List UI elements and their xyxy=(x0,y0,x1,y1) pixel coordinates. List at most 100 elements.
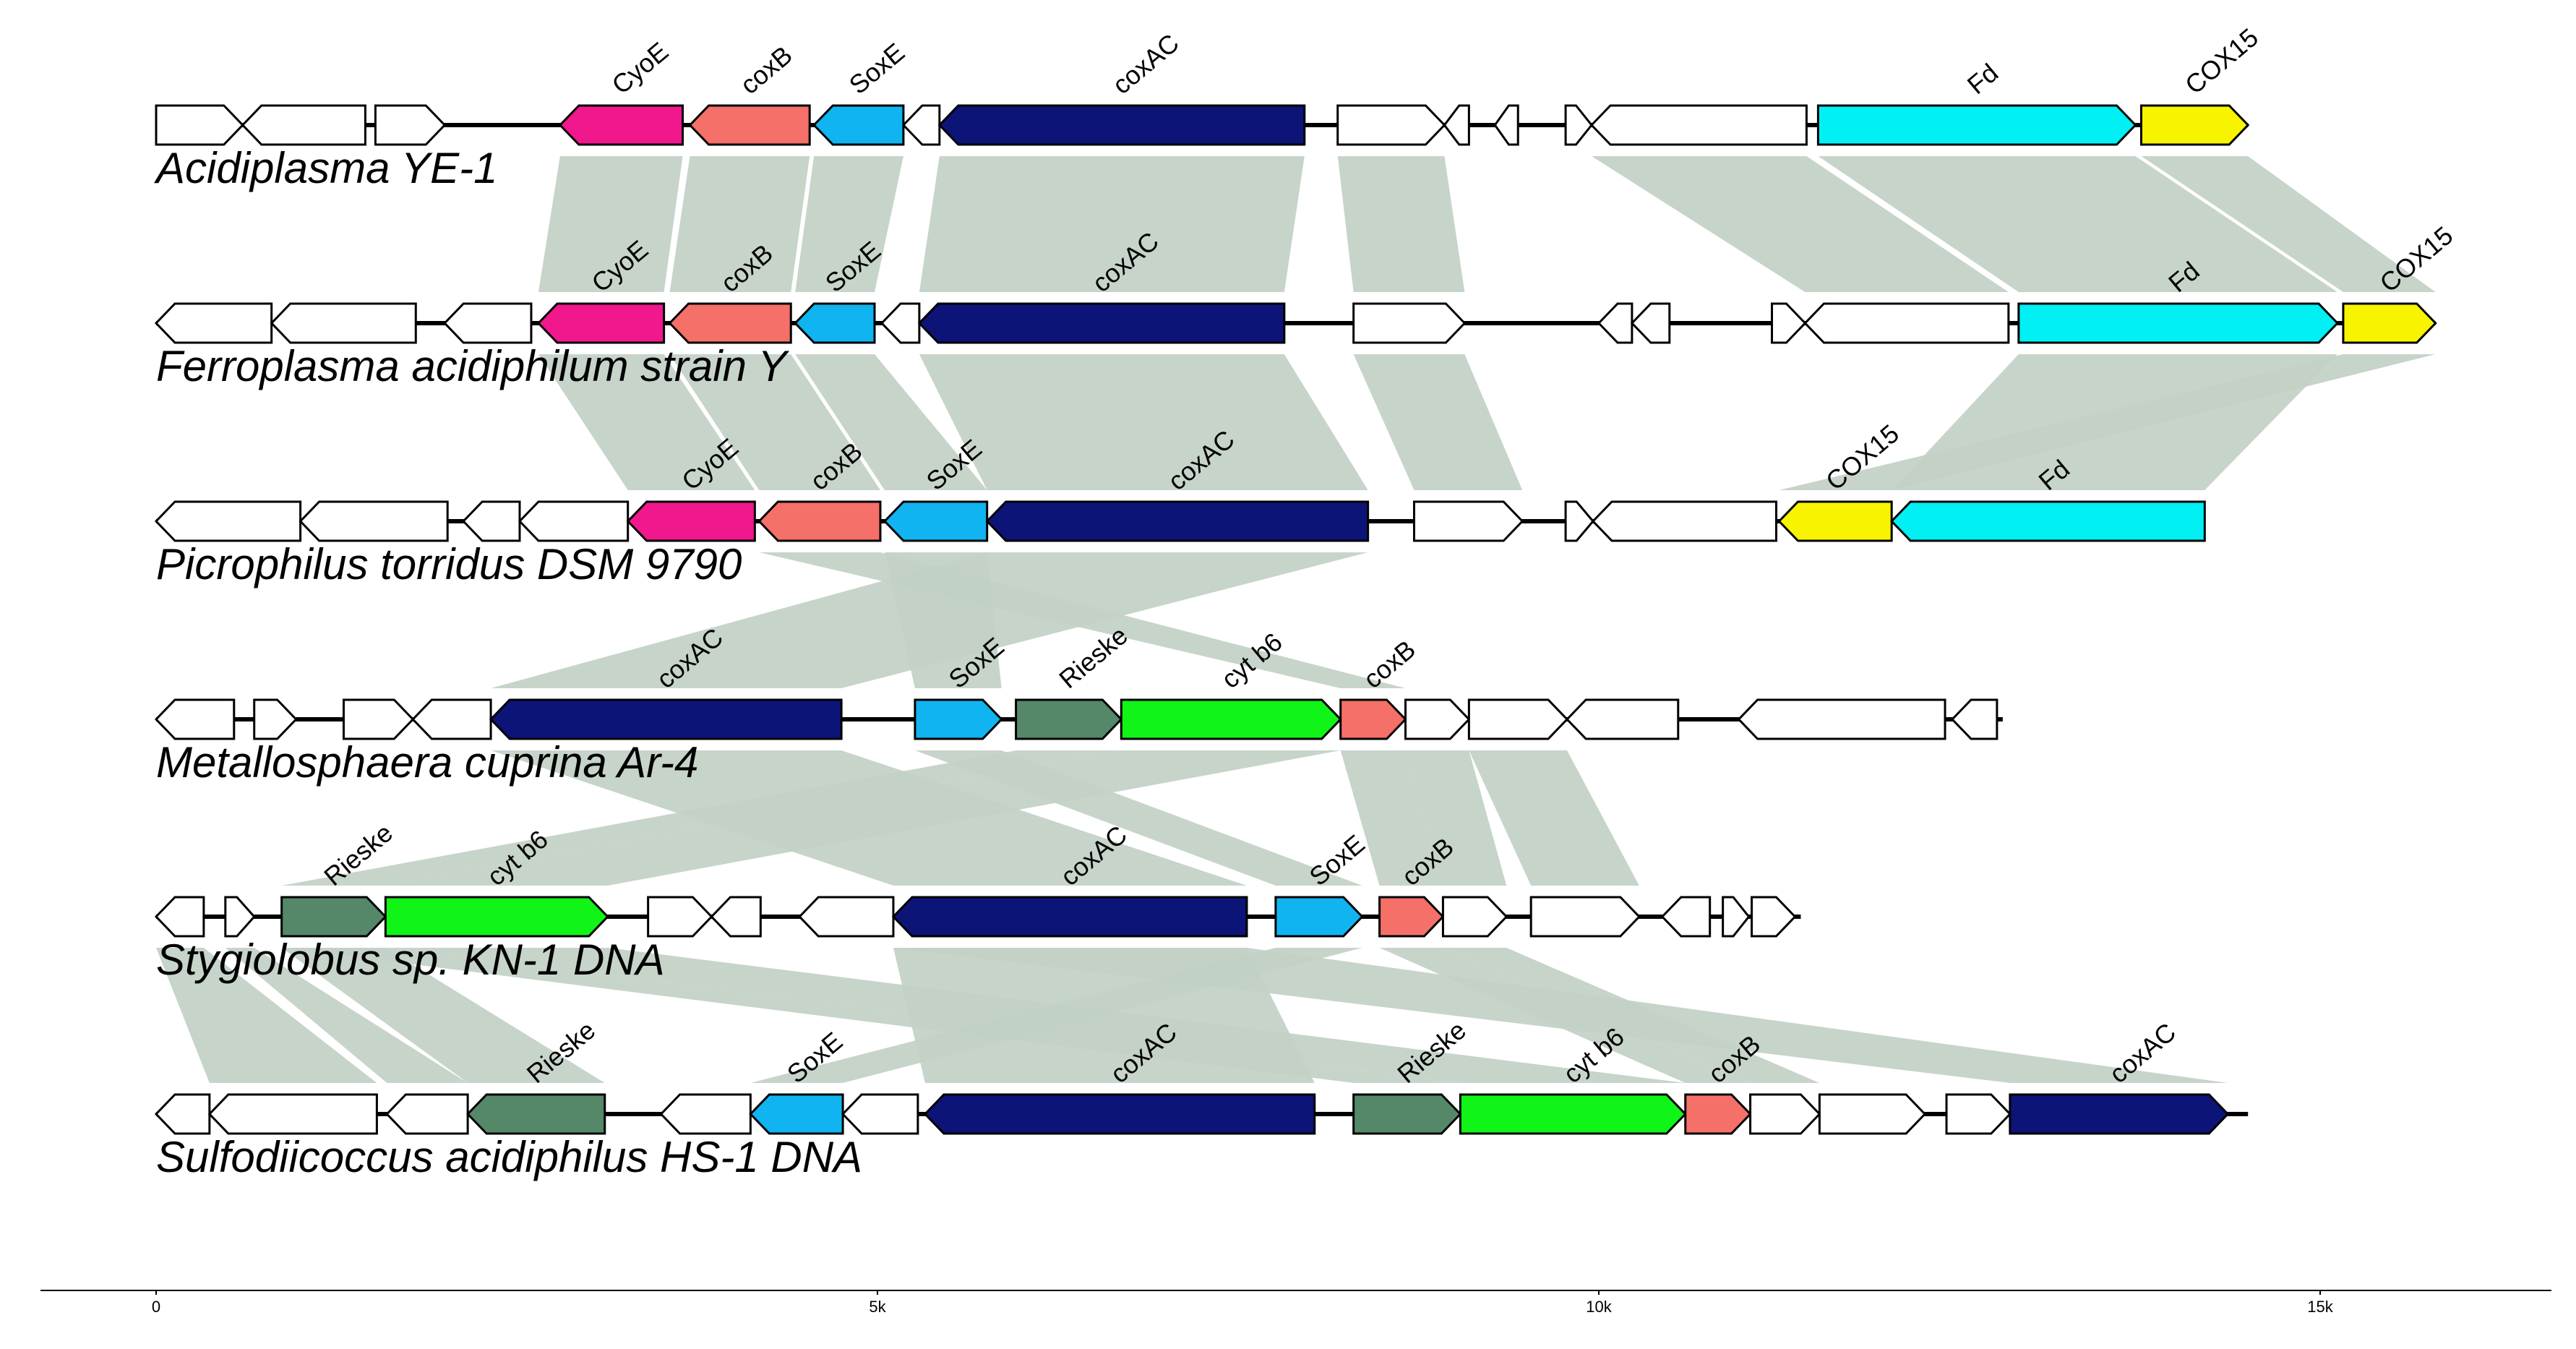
homology-link-5 xyxy=(1592,156,2009,292)
gene-arrow-coxb xyxy=(688,104,811,146)
gene-arrow xyxy=(1589,104,1808,146)
homology-link-22 xyxy=(1340,750,1443,886)
homology-link-30 xyxy=(1379,948,1751,1083)
genome-name: Stygiolobus sp. KN-1 DNA xyxy=(156,935,665,984)
genome-name: Sulfodiicoccus acidiphilus HS-1 DNA xyxy=(156,1133,862,1181)
gene-arrow-cox15 xyxy=(1777,500,1893,542)
homology-link-14 xyxy=(1779,354,2436,490)
axis-tick-label: 0 xyxy=(152,1298,160,1316)
homology-link-24 xyxy=(1469,750,1639,886)
homology-link-8 xyxy=(538,354,755,490)
homology-link-17 xyxy=(759,552,1406,688)
gene-label: Fd xyxy=(1962,58,2004,100)
gene-arrow-rieske xyxy=(280,896,387,938)
gene-arrow xyxy=(241,104,366,146)
homology-link-34 xyxy=(156,948,377,1083)
gene-arrow xyxy=(1751,896,1797,938)
homology-link-11 xyxy=(919,354,1368,490)
genome-name: Ferroplasma acidiphilum strain Y xyxy=(156,342,790,390)
gene-arrow xyxy=(443,302,533,344)
homology-link-31 xyxy=(1443,948,1820,1083)
gene-arrow-fd xyxy=(1816,104,2137,146)
gene-arrow xyxy=(270,302,417,344)
gene-arrow-coxb xyxy=(1339,698,1407,740)
gene-arrow xyxy=(1566,698,1680,740)
gene-arrow-rieske xyxy=(1015,698,1123,740)
gene-arrow-coxb xyxy=(757,500,882,542)
gene-arrow-coxb xyxy=(1684,1093,1752,1135)
gene-arrow xyxy=(155,104,244,146)
homology-link-10 xyxy=(795,354,987,490)
gene-arrow xyxy=(1749,1093,1821,1135)
gene-arrow xyxy=(1564,500,1594,542)
gene-arrow xyxy=(1803,302,2010,344)
gene-arrow xyxy=(1597,302,1633,344)
gene-label: coxAC xyxy=(1107,28,1185,100)
gene-arrow-coxac xyxy=(917,302,1286,344)
homology-link-32 xyxy=(281,948,605,1083)
homology-link-33 xyxy=(225,948,468,1083)
gene-arrow xyxy=(1818,1093,1927,1135)
homology-links xyxy=(156,156,2436,1083)
gene-arrow xyxy=(154,896,205,938)
axis-tick-label: 10k xyxy=(1586,1298,1612,1316)
gene-arrow-cyoe xyxy=(558,104,684,146)
gene-label: SoxE xyxy=(843,37,910,100)
homology-link-9 xyxy=(669,354,880,490)
gene-arrow-soxe xyxy=(812,104,905,146)
gene-arrow xyxy=(1352,302,1467,344)
gene-arrow xyxy=(1493,104,1519,146)
gene-arrow-rieske xyxy=(1352,1093,1462,1135)
gene-arrow xyxy=(253,698,298,740)
gene-arrow xyxy=(841,1093,919,1135)
genome-name: Metallosphaera cuprina Ar-4 xyxy=(156,738,698,787)
homology-link-23 xyxy=(1405,750,1507,886)
homology-link-29 xyxy=(750,948,1362,1083)
gene-label: Rieske xyxy=(1053,620,1133,694)
gene-arrow xyxy=(154,500,302,542)
gene-arrow xyxy=(1467,698,1569,740)
genome-name: Picrophilus torridus DSM 9790 xyxy=(156,540,742,588)
gene-arrow-cox15 xyxy=(2139,104,2250,146)
homology-link-12 xyxy=(1353,354,1523,490)
gene-arrow xyxy=(374,104,447,146)
gene-arrow xyxy=(1336,104,1446,146)
gene-arrow-coxac xyxy=(937,104,1306,146)
gene-arrow xyxy=(342,698,415,740)
gene-arrow xyxy=(647,896,713,938)
gene-arrow-coxb xyxy=(1378,896,1445,938)
gene-arrow xyxy=(1413,500,1524,542)
homology-link-4 xyxy=(1337,156,1465,292)
gene-arrow xyxy=(385,1093,469,1135)
homology-link-1 xyxy=(669,156,810,292)
gene-arrow-coxac xyxy=(923,1093,1316,1135)
gene-label: CyoE xyxy=(606,36,674,100)
gene-arrow xyxy=(1441,896,1508,938)
homology-link-3 xyxy=(919,156,1305,292)
axis-tick-label: 15k xyxy=(2307,1298,2333,1316)
gene-arrow xyxy=(1737,698,1946,740)
gene-arrow xyxy=(1950,698,1998,740)
gene-arrow-coxac xyxy=(891,896,1248,938)
gene-arrow-cox15 xyxy=(2342,302,2437,344)
gene-arrow-cyt_b6 xyxy=(1120,698,1342,740)
gene-arrow xyxy=(462,500,521,542)
gene-arrow-soxe xyxy=(1274,896,1364,938)
gene-arrow xyxy=(1443,104,1470,146)
gene-arrow-soxe xyxy=(883,500,989,542)
gene-arrow-coxac xyxy=(985,500,1370,542)
gene-arrow xyxy=(299,500,449,542)
gene-arrow xyxy=(1591,500,1778,542)
gene-arrow xyxy=(659,1093,752,1135)
gene-arrow xyxy=(207,1093,378,1135)
gene-arrow-coxac xyxy=(2009,1093,2230,1135)
gene-label: COX15 xyxy=(2179,22,2264,100)
homology-link-20 xyxy=(281,750,1122,886)
homology-link-7 xyxy=(2141,156,2436,292)
gene-arrow xyxy=(710,896,762,938)
gene-arrow-soxe xyxy=(794,302,876,344)
gene-arrow xyxy=(1945,1093,2012,1135)
